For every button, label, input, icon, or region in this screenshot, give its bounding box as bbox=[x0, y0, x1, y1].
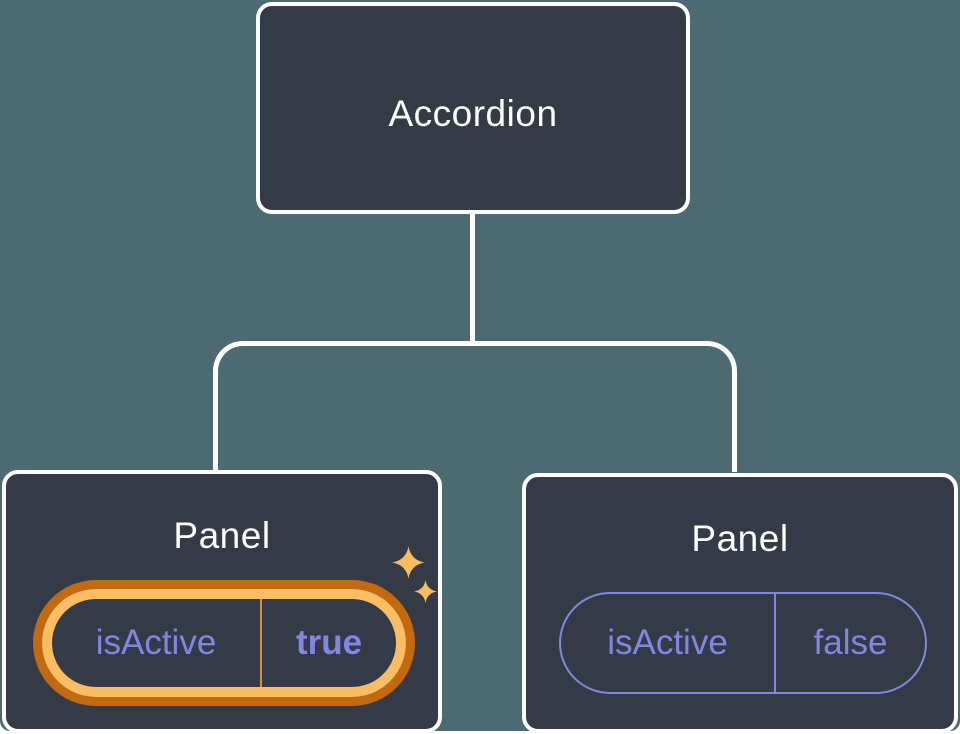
node-panel-label: Panel bbox=[691, 518, 789, 559]
sparkle-icon bbox=[414, 580, 437, 603]
state-name: isActive bbox=[95, 623, 217, 662]
connector-stem bbox=[470, 210, 475, 343]
state-value: false bbox=[813, 623, 888, 662]
node-panel-active: Panel isActive true bbox=[2, 470, 442, 733]
sparkle-icon bbox=[392, 546, 425, 579]
connector-branch bbox=[213, 341, 737, 472]
state-name: isActive bbox=[607, 623, 728, 662]
state-pill-divider bbox=[260, 599, 262, 687]
state-pill-inactive: isActive false bbox=[559, 592, 927, 694]
node-accordion: Accordion bbox=[256, 2, 690, 214]
state-value: true bbox=[295, 623, 363, 662]
node-accordion-label: Accordion bbox=[388, 93, 558, 134]
node-panel-label: Panel bbox=[173, 515, 271, 556]
state-pill-divider bbox=[774, 594, 776, 692]
state-pill-active: isActive true bbox=[42, 589, 406, 697]
node-panel-inactive: Panel isActive false bbox=[522, 473, 958, 733]
